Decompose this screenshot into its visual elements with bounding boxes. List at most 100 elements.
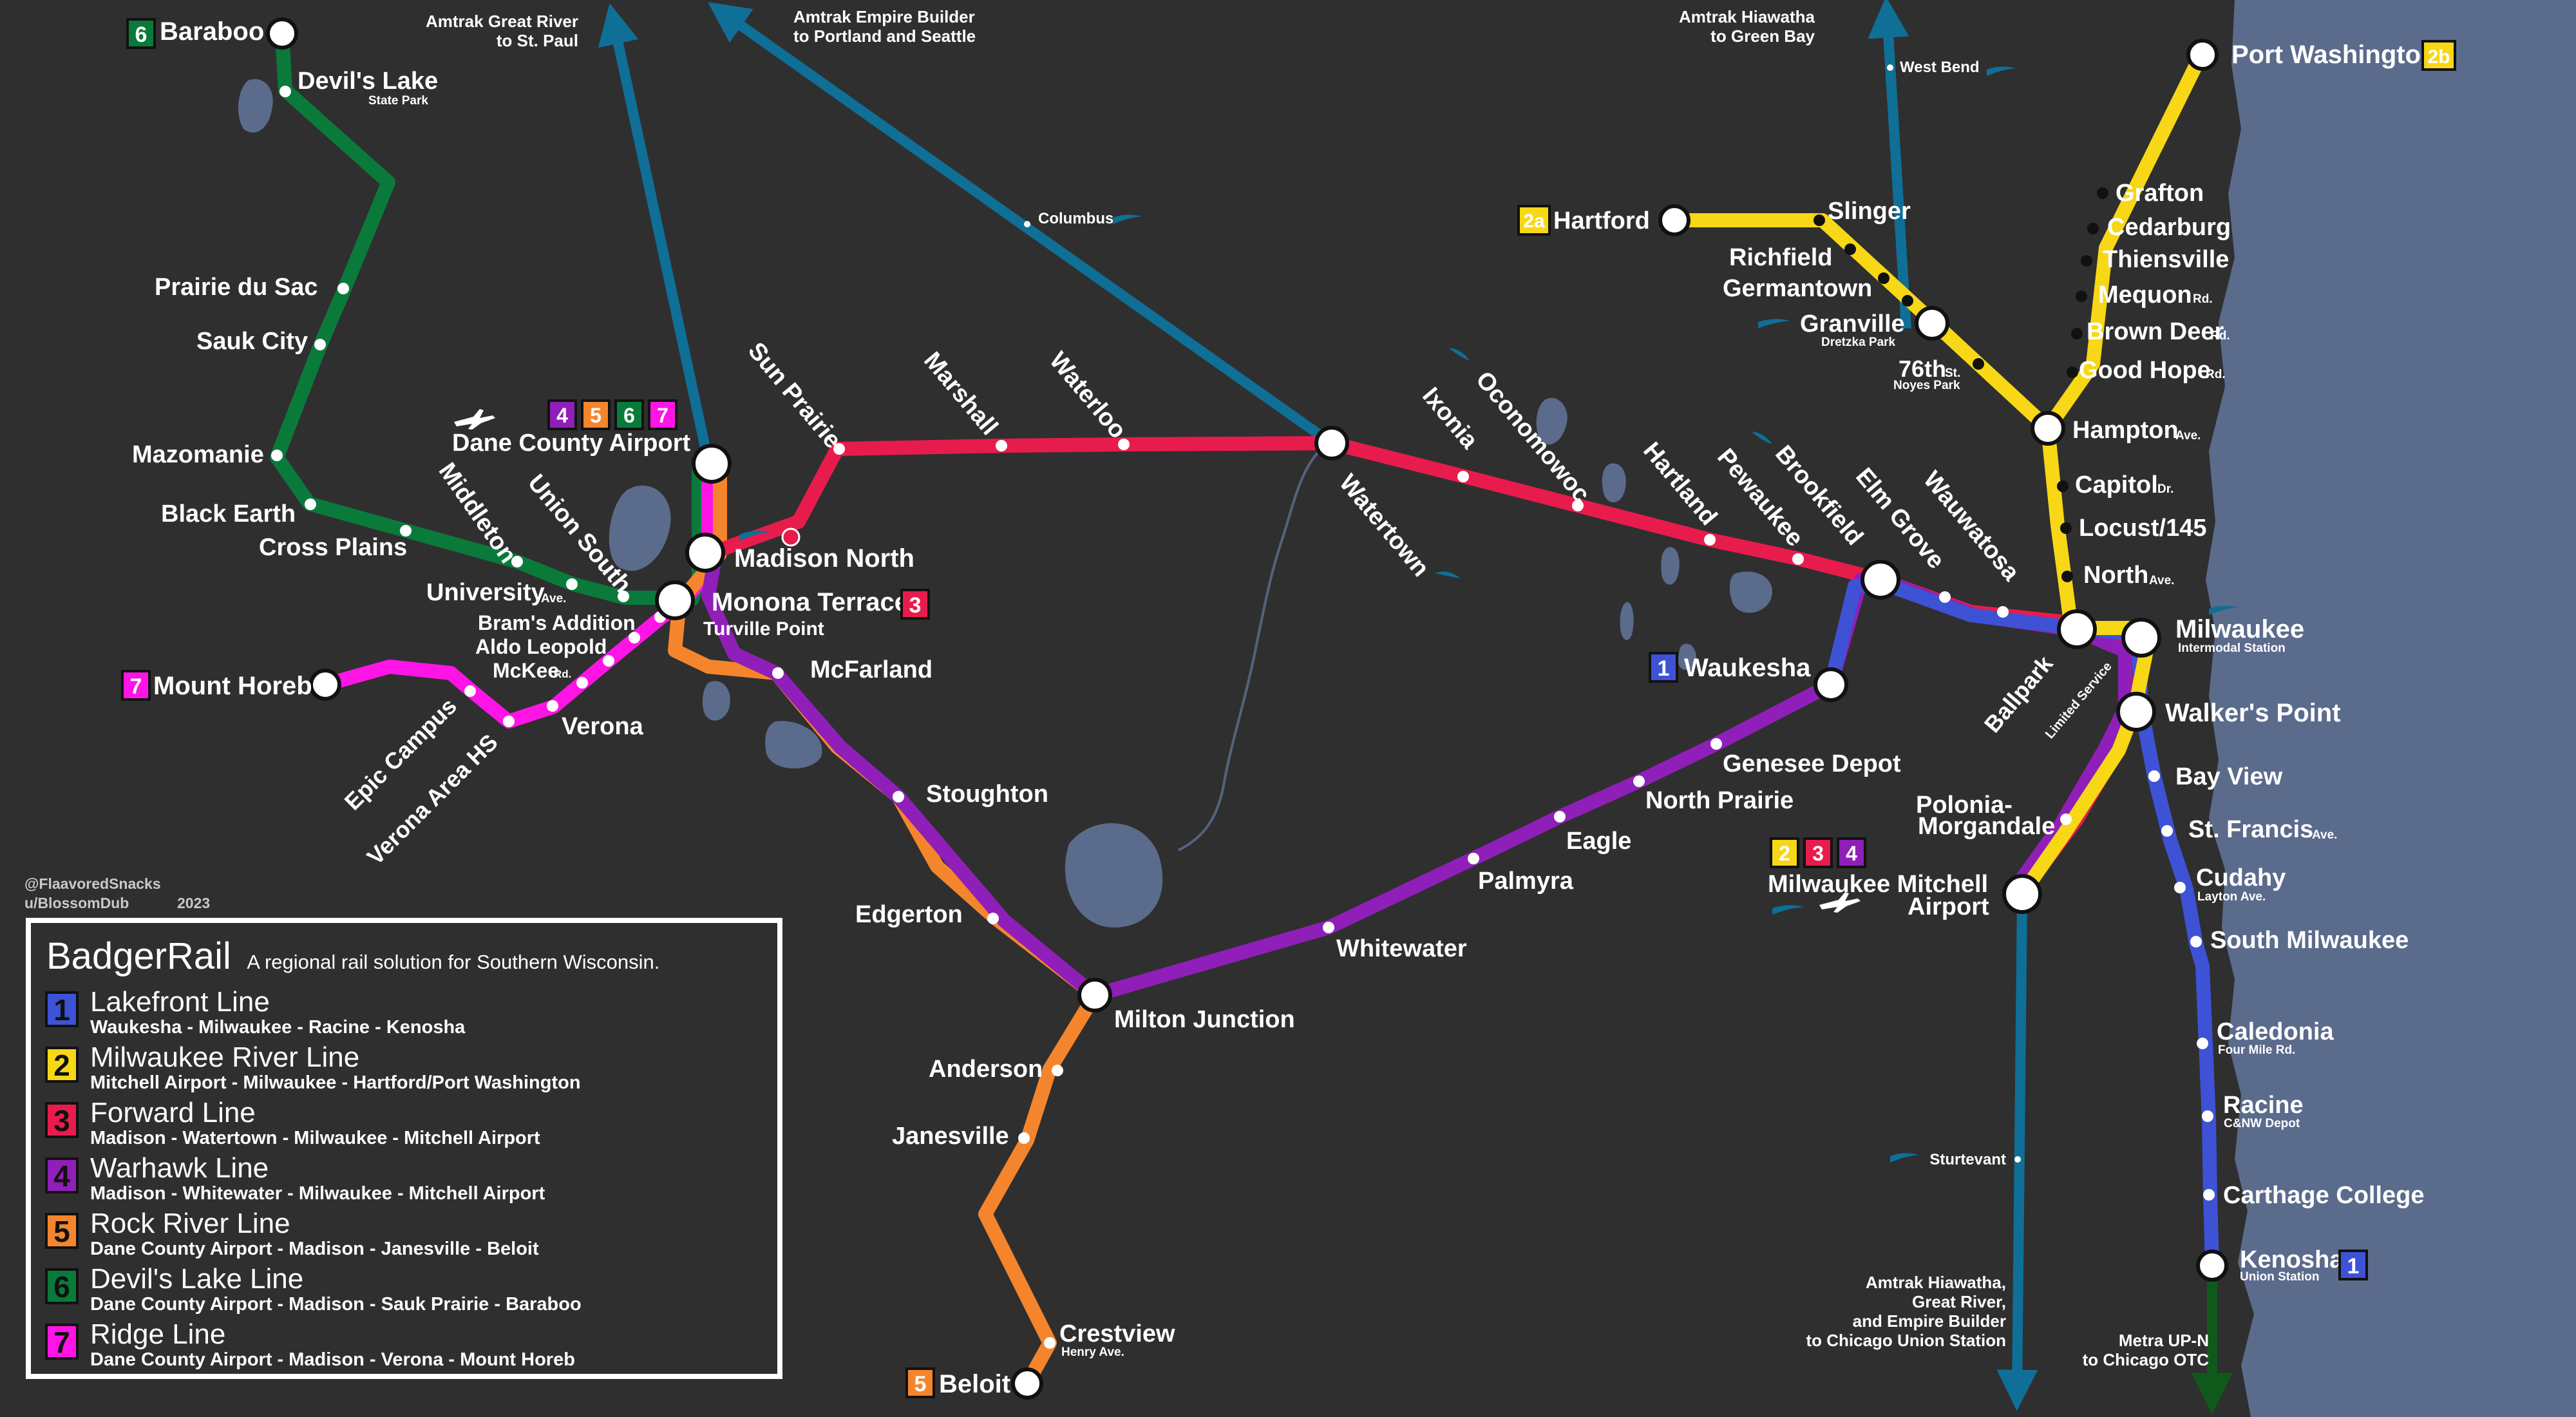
station-north-prairie: North Prairie [1645,787,1794,814]
minor-stops [271,64,2215,1349]
station-76th: 76th [1899,356,1946,382]
badge-kenosha: 1 [2338,1250,2368,1280]
station-mequon: Mequon [2098,281,2192,309]
legend-title: BadgerRail A regional rail solution for … [46,935,659,978]
airplane-icon [454,409,1861,913]
svg-text:Ave.: Ave. [2149,574,2174,587]
station-polonia: Polonia- [1916,792,2012,819]
station-brown-deer: Brown Deer [2087,318,2224,345]
station-ixonia: Ixonia [1417,383,1483,455]
svg-text:4: 4 [1846,842,1857,865]
svg-text:Rd.: Rd. [554,668,571,680]
badge-hartford: 2a [1517,205,1551,236]
station-sauk-city: Sauk City [196,328,308,355]
line-description: Waukesha - Milwaukee - Racine - Kenosha [90,1017,466,1038]
station-bay-view: Bay View [2175,763,2283,790]
station-whitewater: Whitewater [1336,935,1467,962]
svg-text:Layton Ave.: Layton Ave. [2197,890,2266,904]
svg-text:2: 2 [1779,842,1790,865]
station-mckee: McKee [493,659,559,682]
line-name: Devil's Lake Line [90,1263,304,1295]
station-janesville: Janesville [892,1123,1009,1150]
line-number-badge: 3 [45,1102,79,1138]
station-madison-north: Madison North [734,544,914,573]
svg-text:2b: 2b [2427,46,2450,68]
line-number-badge: 2 [45,1047,79,1083]
svg-text:5: 5 [590,404,601,427]
station-carthage: Carthage College [2223,1182,2425,1209]
legend-subtitle: A regional rail solution for Southern Wi… [247,951,660,973]
svg-text:Ave.: Ave. [2312,828,2337,842]
svg-text:to Chicago Union Station: to Chicago Union Station [1806,1331,2006,1350]
badge-mount-horeb: 7 [121,670,151,701]
svg-text:and Empire Builder: and Empire Builder [1853,1311,2006,1331]
svg-text:4: 4 [556,404,568,427]
station-grafton: Grafton [2116,180,2204,207]
svg-text:3: 3 [909,593,922,618]
station-cudahy: Cudahy [2196,864,2286,891]
yellow-line-stops [1814,187,2108,582]
svg-text:Morgandale: Morgandale [1918,813,2055,840]
svg-text:1: 1 [2347,1254,2360,1279]
svg-text:Metra UP-N: Metra UP-N [2119,1331,2209,1350]
line-number-badge: 1 [45,991,79,1027]
badge-monona-terrace: 3 [900,589,930,620]
svg-text:Dretzka Park: Dretzka Park [1821,336,1896,349]
svg-text:to Green Bay: to Green Bay [1710,26,1815,46]
svg-text:Columbus: Columbus [1038,210,1113,227]
credit-year: 2023 [177,895,211,911]
station-monona-terrace: Monona Terrace [712,588,909,616]
svg-text:Amtrak Hiawatha,: Amtrak Hiawatha, [1866,1273,2006,1292]
svg-text:Amtrak Hiawatha: Amtrak Hiawatha [1679,7,1815,26]
station-north: North [2083,562,2148,589]
credit-handle-2: u/BlossomDub [24,895,129,911]
svg-text:Union Station: Union Station [2240,1270,2319,1284]
station-genesee-depot: Genesee Depot [1723,750,1901,777]
line-number-badge: 4 [45,1157,79,1194]
station-racine: Racine [2223,1092,2304,1119]
svg-text:State Park: State Park [368,94,428,108]
station-mitchell-airport: Milwaukee Mitchell [1768,871,1988,898]
svg-text:St.: St. [1945,366,1960,380]
station-germantown: Germantown [1723,275,1872,302]
line-name: Rock River Line [90,1208,290,1239]
station-aldo-leopold: Aldo Leopold [475,635,607,658]
station-granville: Granville [1800,310,1905,338]
station-baraboo: Baraboo [160,17,264,46]
station-slinger: Slinger [1828,198,1911,225]
station-stoughton: Stoughton [926,781,1048,808]
svg-text:7: 7 [657,404,668,427]
station-mazomanie: Mazomanie [132,441,264,468]
station-walkers-point: Walker's Point [2165,699,2341,727]
station-locust: Locust/145 [2079,515,2207,542]
svg-text:Intermodal Station: Intermodal Station [2178,642,2286,655]
svg-text:Rd.: Rd. [2206,368,2226,381]
badge-group-dane-airport: 4 5 6 7 [547,399,677,430]
station-hartland: Hartland [1638,437,1722,531]
station-ballpark: Ballpark [1979,650,2058,737]
station-port-washington: Port Washington [2231,41,2436,69]
svg-text:6: 6 [135,23,147,47]
station-mcfarland: McFarland [810,656,933,683]
station-milton-junction: Milton Junction [1114,1006,1295,1033]
badge-port-washington: 2b [2421,40,2456,71]
station-devils-lake: Devil's Lake [298,68,438,95]
svg-text:1: 1 [1658,656,1670,681]
station-brams-addition: Bram's Addition [478,611,636,634]
svg-text:Sturtevant: Sturtevant [1929,1151,2006,1168]
station-marshall: Marshall [918,347,1003,441]
amtrak-labels: Amtrak Great River to St. Paul Amtrak Em… [426,7,2209,1369]
svg-text:7: 7 [130,674,142,699]
station-capitol: Capitol [2075,471,2158,499]
line-description: Mitchell Airport - Milwaukee - Hartford/… [90,1072,581,1093]
svg-text:Rd.: Rd. [2210,329,2230,343]
svg-text:2a: 2a [1523,211,1545,232]
line-description: Dane County Airport - Madison - Janesvil… [90,1239,539,1259]
svg-text:to Portland and Seattle: to Portland and Seattle [793,26,976,46]
station-south-milwaukee: South Milwaukee [2210,927,2409,954]
station-kenosha: Kenosha [2240,1246,2344,1273]
amtrak-routes [598,0,2038,1411]
svg-text:Dr.: Dr. [2157,482,2174,496]
svg-text:Amtrak Great River: Amtrak Great River [426,12,578,31]
badge-group-mitchell: 2 3 4 [1770,837,1866,868]
